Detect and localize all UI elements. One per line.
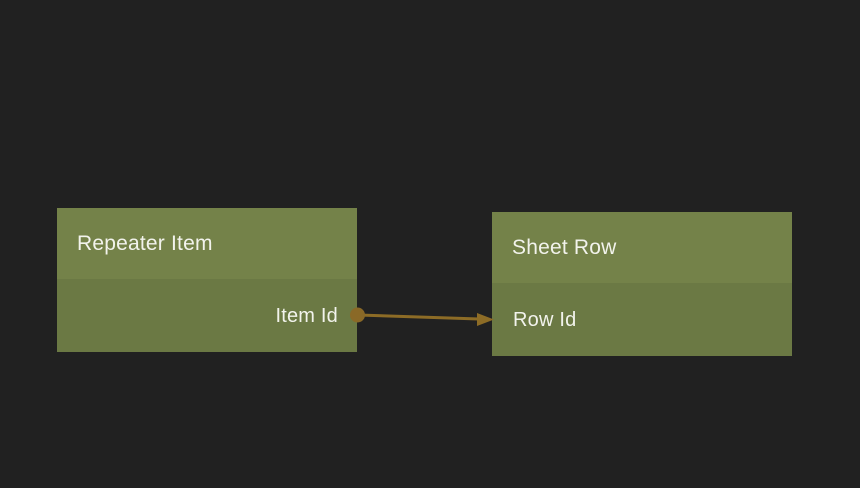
port-item-id[interactable]: Item Id — [57, 279, 357, 352]
node-title: Sheet Row — [512, 236, 617, 259]
node-repeater-item-body: Item Id — [57, 279, 357, 352]
node-repeater-item[interactable]: Repeater Item Item Id — [57, 208, 357, 352]
node-repeater-item-header[interactable]: Repeater Item — [57, 208, 357, 279]
node-sheet-row-body: Row Id — [492, 283, 792, 356]
node-sheet-row[interactable]: Sheet Row Row Id — [492, 212, 792, 356]
connection-wire[interactable] — [357, 313, 480, 321]
port-row-id[interactable]: Row Id — [492, 283, 792, 356]
node-title: Repeater Item — [77, 232, 213, 255]
connection-source-dot[interactable] — [350, 307, 365, 323]
port-label: Row Id — [513, 308, 577, 331]
port-label: Item Id — [275, 304, 338, 327]
node-sheet-row-header[interactable]: Sheet Row — [492, 212, 792, 283]
